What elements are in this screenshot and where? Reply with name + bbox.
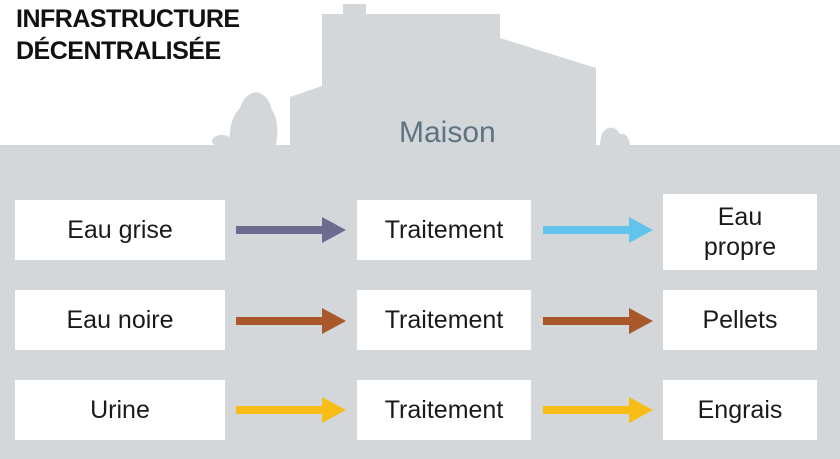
tree-left-icon — [229, 92, 278, 145]
arrow-shape — [543, 217, 653, 243]
treatment-box-black-water: Traitement — [357, 290, 531, 350]
diagram-title: INFRASTRUCTURE DÉCENTRALISÉE — [16, 3, 240, 67]
arrow-grey-water-to-treatment — [236, 217, 346, 243]
arrow-black-water-to-treatment — [236, 308, 346, 334]
source-box-urine: Urine — [15, 380, 225, 440]
house-silhouette-icon — [290, 4, 596, 145]
treatment-box-urine: Traitement — [357, 380, 531, 440]
output-box-fertilizer: Engrais — [663, 380, 817, 440]
arrow-treatment-to-pellets — [543, 308, 653, 334]
output-box-clean-water: Eau propre — [663, 194, 817, 270]
arrow-shape — [236, 397, 346, 423]
title-line-2: DÉCENTRALISÉE — [16, 37, 221, 65]
source-box-grey-water: Eau grise — [15, 200, 225, 260]
bush-left-icon — [212, 135, 232, 147]
arrow-treatment-to-clean-water — [543, 217, 653, 243]
arrow-shape — [543, 308, 653, 334]
arrow-shape — [543, 397, 653, 423]
arrow-urine-to-treatment — [236, 397, 346, 423]
arrow-shape — [236, 308, 346, 334]
house-label: Maison — [399, 116, 496, 149]
arrow-treatment-to-fertilizer — [543, 397, 653, 423]
output-box-pellets: Pellets — [663, 290, 817, 350]
treatment-box-grey-water: Traitement — [357, 200, 531, 260]
arrow-shape — [236, 217, 346, 243]
bush-right-icon — [600, 127, 630, 145]
title-line-1: INFRASTRUCTURE — [16, 5, 240, 33]
source-box-black-water: Eau noire — [15, 290, 225, 350]
